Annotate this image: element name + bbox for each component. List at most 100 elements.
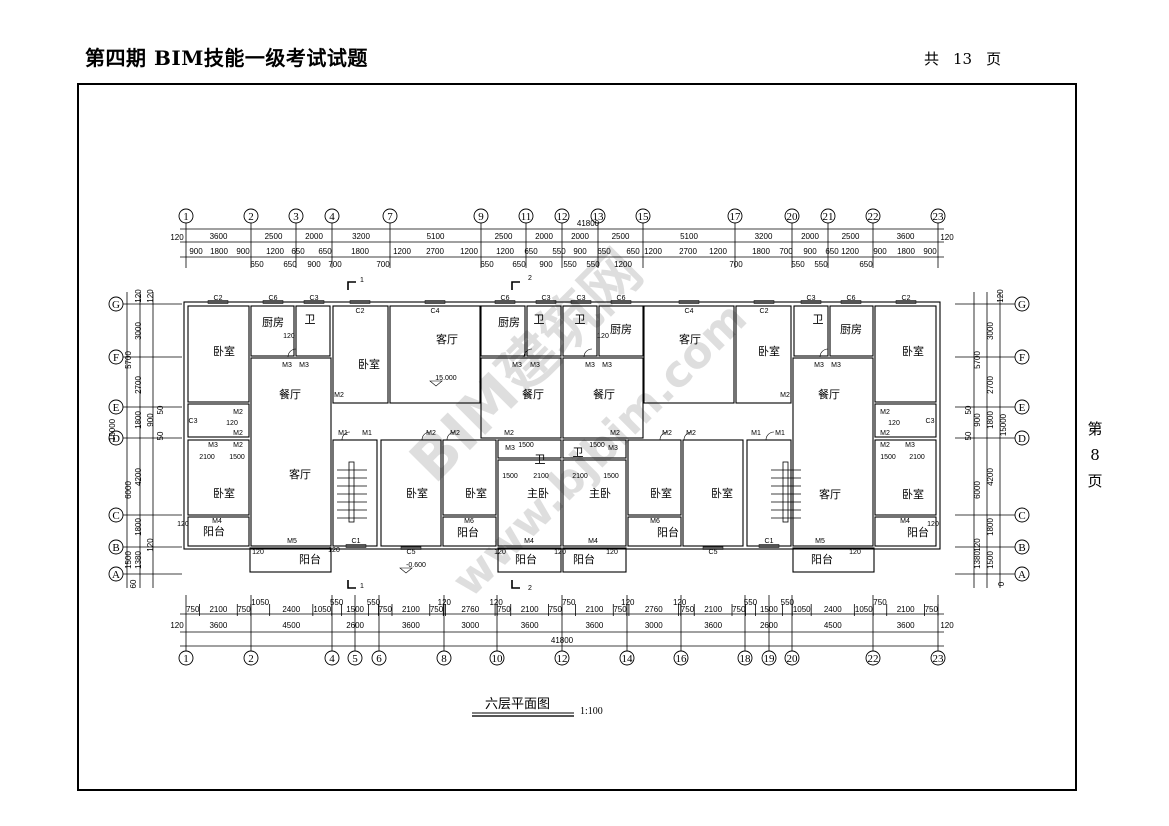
bottom-axis-dimension: 3000 (461, 621, 479, 630)
room-wall (562, 547, 627, 573)
top-detail-dimension: 1800 (210, 247, 228, 256)
room-wall (250, 357, 332, 547)
room-wall (249, 547, 332, 573)
top-detail-dimension: 900 (573, 247, 587, 256)
room-wall (497, 547, 562, 573)
left-vertical-dimension: 50 (156, 405, 165, 414)
door-label: M3 (282, 362, 292, 369)
room-label: 卧室 (213, 344, 235, 358)
top-axis-dimension: 2000 (571, 232, 589, 241)
bottom-detail-dimension: 550 (367, 598, 381, 607)
room-label: 餐厅 (522, 387, 544, 401)
room-label: 卧室 (650, 486, 672, 500)
right-vertical-dimension: 1800 (986, 411, 995, 429)
page-prefix: 第 (1087, 420, 1103, 438)
room-wall (442, 439, 497, 516)
right-vertical-dimension: 1800 (986, 518, 995, 536)
window-label: C4 (685, 308, 694, 315)
room-wall (829, 305, 874, 357)
room-wall (562, 439, 627, 459)
bottom-detail-dimension: 2400 (824, 605, 842, 614)
bottom-axis-label: 5 (352, 653, 358, 665)
bottom-axis-label: 22 (868, 653, 879, 665)
room-label: 卧室 (213, 486, 235, 500)
top-axis-label: 11 (521, 211, 532, 223)
top-detail-dimension: 1200 (709, 247, 727, 256)
top-detail-dimension: 1200 (393, 247, 411, 256)
total-prefix: 共 (924, 50, 940, 68)
room-label: 阳台 (907, 525, 929, 539)
window-label: C5 (407, 549, 416, 556)
room-label: 卫 (305, 313, 316, 326)
bottom-detail-dimension: 1050 (313, 605, 331, 614)
window-mark (424, 300, 446, 304)
room-wall (792, 547, 875, 573)
top-axis-label: 9 (478, 211, 484, 223)
window-label: C6 (847, 295, 856, 302)
top-detail-dimension: 550 (586, 260, 600, 269)
room-wall (874, 305, 937, 403)
door-label: M2 (610, 430, 620, 437)
bottom-detail-dimension: 750 (237, 605, 251, 614)
room-wall (792, 357, 874, 547)
door-label: M2 (880, 430, 890, 437)
window-label: C3 (926, 418, 935, 425)
top-axis-dimension: 2500 (495, 232, 513, 241)
right-vertical-dimension: 50 (964, 405, 973, 414)
left-row-axis-label: C (112, 510, 119, 522)
bottom-detail-dimension: 2760 (461, 605, 479, 614)
bottom-axis-dimension: 2600 (760, 621, 778, 630)
top-detail-dimension: 1200 (460, 247, 478, 256)
room-label: 阳台 (573, 552, 595, 566)
bottom-axis-label: 16 (676, 653, 688, 665)
bottom-detail-dimension: 120 (489, 598, 503, 607)
window-mark (349, 300, 371, 304)
inner-dimension: 2100 (909, 454, 925, 461)
room-label: 卧室 (902, 344, 924, 358)
room-label: 卫 (535, 453, 546, 466)
right-vertical-dimension: 120 (996, 289, 1005, 303)
door-swing (659, 431, 669, 441)
left-vertical-dimension: 120 (146, 538, 155, 552)
room-wall (874, 516, 937, 547)
bottom-axis-label: 4 (329, 653, 335, 665)
door-label: M4 (212, 518, 222, 525)
bottom-total-dimension: 41800 (551, 636, 574, 645)
inner-dimension: 120 (494, 549, 506, 556)
stair-handrail (782, 461, 789, 523)
room-label: 卫 (575, 313, 586, 326)
dimensions (108, 208, 1030, 666)
inner-dimension: 2100 (199, 454, 215, 461)
inner-dimension: 120 (606, 549, 618, 556)
inner-dimension: 120 (328, 547, 340, 554)
top-axis-label: 4 (329, 211, 335, 223)
door-label: M2 (334, 392, 344, 399)
door-label: M1 (775, 430, 785, 437)
room-label: 卧室 (902, 487, 924, 501)
bottom-axis-label: 20 (787, 653, 799, 665)
window-label: C3 (577, 295, 586, 302)
left-vertical-dimension: 1800 (134, 411, 143, 429)
room-wall (480, 305, 526, 357)
inner-dimension: 120 (597, 333, 609, 340)
door-label: M3 (608, 445, 618, 452)
top-axis-label: 3 (293, 211, 299, 223)
section-marker (347, 281, 356, 290)
room-wall (442, 516, 497, 547)
door-label: M2 (426, 430, 436, 437)
window-label: C2 (214, 295, 223, 302)
room-wall (627, 516, 682, 547)
inner-dimension: 2100 (572, 473, 588, 480)
bottom-axis-dimension: 3600 (209, 621, 227, 630)
section-number: 1 (360, 277, 364, 284)
section-number: 2 (528, 585, 532, 592)
top-detail-dimension: 900 (803, 247, 817, 256)
section-marker (347, 580, 356, 589)
top-detail-dimension: 650 (512, 260, 526, 269)
top-detail-dimension: 1800 (752, 247, 770, 256)
window-label: C2 (356, 308, 365, 315)
room-label: 客厅 (819, 487, 841, 501)
window-mark (753, 300, 775, 304)
room-wall (562, 357, 644, 439)
